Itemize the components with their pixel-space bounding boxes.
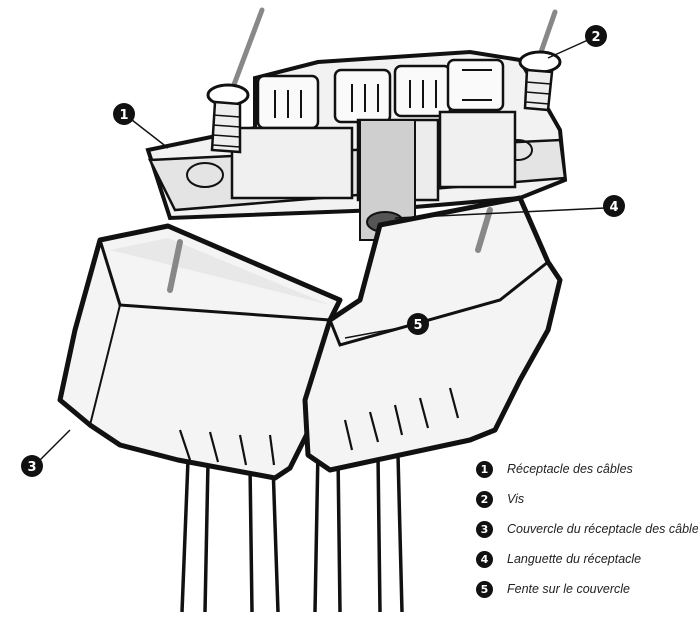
screws (206, 50, 562, 154)
callout-1-label: 1 (119, 108, 128, 123)
callout-1: 1 (113, 103, 135, 125)
legend-label: Couvercle du réceptacle des câbles (507, 522, 698, 536)
legend-item-screw: 2 Vis (476, 490, 698, 508)
screw-left (206, 83, 250, 154)
screwdriver-shafts (229, 7, 558, 93)
cable-receptacle (145, 49, 568, 221)
callout-4: 4 (603, 195, 625, 217)
screw-right (518, 50, 562, 112)
legend-label: Languette du réceptacle (507, 552, 642, 566)
legend-label: Réceptacle des câbles (507, 462, 633, 476)
legend-badge: 4 (476, 550, 493, 568)
legend-badge: 2 (476, 490, 493, 508)
legend-item-receptacle-tab: 4 Languette du réceptacle (476, 550, 698, 568)
legend-label: Fente sur le couvercle (507, 582, 630, 596)
legend-badge: 5 (476, 580, 493, 598)
legend: 1 Réceptacle des câbles 2 Vis 3 Couvercl… (476, 460, 698, 610)
callout-2-label: 2 (591, 30, 600, 45)
callout-3-label: 3 (27, 460, 36, 475)
callout-4-label: 4 (609, 200, 618, 215)
callout-5: 5 (407, 313, 429, 335)
callout-leaders (39, 39, 606, 461)
legend-item-cover-slot: 5 Fente sur le couvercle (476, 580, 698, 598)
legend-item-cable-cover: 3 Couvercle du réceptacle des câbles (476, 520, 698, 538)
callout-5-label: 5 (413, 318, 422, 333)
cable-cover-right (302, 195, 563, 473)
legend-badge: 1 (476, 460, 493, 478)
cable-cover-left (57, 223, 343, 481)
callout-2: 2 (585, 25, 607, 47)
legend-badge: 3 (476, 520, 493, 538)
legend-label: Vis (507, 492, 525, 506)
callout-3: 3 (21, 455, 43, 477)
legend-item-cable-receptacle: 1 Réceptacle des câbles (476, 460, 698, 478)
cables (180, 449, 404, 613)
